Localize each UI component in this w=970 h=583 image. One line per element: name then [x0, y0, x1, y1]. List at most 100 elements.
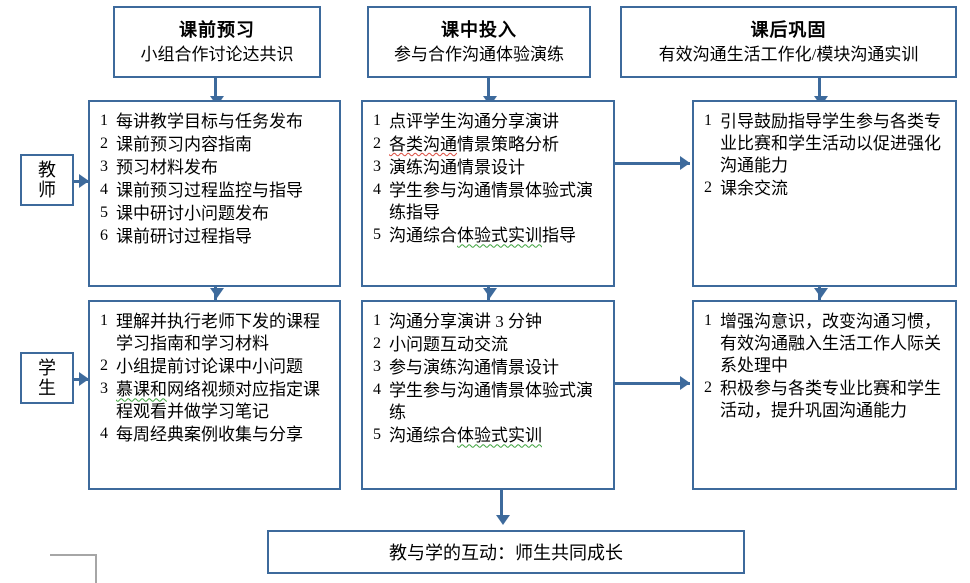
arrow-student-to-summary — [496, 515, 510, 525]
item-number: 4 — [100, 425, 108, 443]
list-item: 1 点评学生沟通分享演讲 — [373, 111, 607, 133]
item-text: 每周经典案例收集与分享 — [116, 425, 303, 445]
list-item: 1 沟通分享演讲 3 分钟 — [373, 311, 607, 333]
item-number: 2 — [100, 357, 108, 375]
arrow-teacher-pre-to-student-pre — [210, 288, 224, 298]
item-text: 理解并执行老师下发的课程学习指南和学习材料 — [116, 312, 320, 354]
header-box-post-class: 课后巩固 有效沟通生活工作化/模块沟通实训 — [620, 6, 957, 78]
teacher-pre-class-box: 1 每讲教学目标与任务发布 2 课前预习内容指南 3 预习材料发布 4 课前预习过程监控… — [88, 100, 341, 287]
list-item: 2 小问题互动交流 — [373, 334, 607, 356]
list-item: 4 学生参与沟通情景体验式演练指导 — [373, 180, 607, 224]
item-text: 课前预习过程监控与指导 — [116, 181, 303, 201]
item-number: 6 — [100, 227, 108, 245]
arrow-teacher-post-to-student-post — [814, 288, 828, 298]
item-text: 点评学生沟通分享演讲 — [389, 112, 559, 131]
item-text: 小问题互动交流 — [389, 335, 508, 355]
header-subtitle-in-class: 参与合作沟通体验演练 — [394, 44, 564, 64]
item-number: 1 — [100, 312, 108, 329]
header-box-pre-class: 课前预习 小组合作讨论达共识 — [113, 6, 321, 78]
item-number: 5 — [100, 204, 108, 222]
list-item: 4 每周经典案例收集与分享 — [100, 424, 333, 446]
item-number: 2 — [100, 135, 108, 153]
item-number: 2 — [704, 379, 712, 397]
item-text: 积极参与各类专业比赛和学生活动，提升巩固沟通能力 — [720, 379, 941, 421]
item-number: 1 — [704, 112, 712, 129]
list-item: 2 积极参与各类专业比赛和学生活动，提升巩固沟通能力 — [704, 378, 949, 422]
teacher-pre-class-list: 1 每讲教学目标与任务发布 2 课前预习内容指南 3 预习材料发布 4 课前预习过程监控… — [100, 111, 333, 249]
item-text: 学生参与沟通情景体验式演练 — [389, 381, 593, 423]
item-number: 3 — [373, 358, 381, 376]
connector-student-in-to-post — [615, 382, 690, 385]
item-number: 2 — [373, 335, 381, 353]
arrow-student-label — [79, 372, 89, 386]
header-subtitle-pre-class: 小组合作讨论达共识 — [140, 44, 294, 64]
header-title-post-class: 课后巩固 — [750, 19, 827, 40]
student-in-class-list: 1 沟通分享演讲 3 分钟 2 小问题互动交流 3 参与演练沟通情景设计 4 学生参与沟… — [373, 311, 607, 448]
item-number: 1 — [100, 112, 108, 129]
item-text: 沟通综合体验式实训指导 — [389, 226, 576, 246]
summary-box: 教与学的互动：师生共同成长 — [267, 530, 745, 574]
item-number: 2 — [373, 135, 381, 153]
item-number: 3 — [373, 158, 381, 176]
list-item: 3 预习材料发布 — [100, 157, 333, 179]
summary-text: 教与学的互动：师生共同成长 — [389, 543, 623, 563]
role-label-teacher: 教师 — [20, 154, 74, 206]
item-text: 预习材料发布 — [116, 158, 218, 178]
item-text: 课中研讨小问题发布 — [116, 204, 269, 224]
item-number: 1 — [373, 312, 381, 329]
item-number: 3 — [100, 380, 108, 398]
item-number: 4 — [373, 381, 381, 399]
item-number: 4 — [373, 181, 381, 199]
item-number: 5 — [373, 226, 381, 244]
connector-header2-to-teacher-in — [487, 78, 490, 100]
list-item: 1 理解并执行老师下发的课程学习指南和学习材料 — [100, 311, 333, 355]
header-subtitle-post-class: 有效沟通生活工作化/模块沟通实训 — [658, 44, 919, 64]
item-text: 沟通综合体验式实训 — [389, 426, 542, 446]
student-in-class-box: 1 沟通分享演讲 3 分钟 2 小问题互动交流 3 参与演练沟通情景设计 4 学生参与沟… — [361, 300, 615, 490]
list-item: 1 引导鼓励指导学生参与各类专业比赛和学生活动以促进强化沟通能力 — [704, 111, 949, 177]
connector-teacher-in-to-post — [615, 162, 690, 165]
item-text: 参与演练沟通情景设计 — [389, 358, 559, 378]
item-text: 课前研讨过程指导 — [116, 227, 252, 247]
item-text: 每讲教学目标与任务发布 — [116, 112, 303, 131]
list-item: 2 课前预习内容指南 — [100, 134, 333, 156]
spellcheck-underline: 各类沟通 — [389, 135, 457, 155]
role-label-teacher-text: 教师 — [37, 159, 56, 200]
item-text: 演练沟通情景设计 — [389, 158, 525, 178]
header-title-pre-class: 课前预习 — [179, 19, 255, 40]
item-text: 引导鼓励指导学生参与各类专业比赛和学生活动以促进强化沟通能力 — [720, 112, 941, 176]
list-item: 5 沟通综合体验式实训指导 — [373, 225, 607, 247]
item-number: 4 — [100, 181, 108, 199]
page-corner-artifact — [50, 554, 97, 583]
connector-header3-to-teacher-post — [818, 78, 821, 100]
item-text: 学生参与沟通情景体验式演练指导 — [389, 181, 593, 223]
arrow-teacher-in-to-post — [680, 156, 690, 170]
teacher-in-class-box: 1 点评学生沟通分享演讲 2 各类沟通情景策略分析 3 演练沟通情景设计 4 学生参与沟… — [361, 100, 615, 287]
header-box-in-class: 课中投入 参与合作沟通体验演练 — [367, 6, 591, 78]
arrow-teacher-in-to-student-in — [483, 288, 497, 298]
spellcheck-underline: 体验式实训 — [457, 226, 542, 246]
arrow-teacher-label — [79, 174, 89, 188]
item-text: 课余交流 — [720, 179, 788, 199]
item-text: 课前预习内容指南 — [116, 135, 252, 155]
item-number: 1 — [373, 112, 381, 129]
list-item: 4 学生参与沟通情景体验式演练 — [373, 380, 607, 424]
spellcheck-underline: 慕课和 — [116, 380, 167, 400]
connector-student-to-summary — [500, 490, 503, 518]
list-item: 4 课前预习过程监控与指导 — [100, 180, 333, 202]
teacher-in-class-list: 1 点评学生沟通分享演讲 2 各类沟通情景策略分析 3 演练沟通情景设计 4 学生参与沟… — [373, 111, 607, 248]
role-label-student-text: 学生 — [37, 357, 56, 398]
item-text: 沟通分享演讲 3 分钟 — [389, 312, 542, 331]
item-text: 各类沟通情景策略分析 — [389, 135, 559, 155]
item-number: 3 — [100, 158, 108, 176]
list-item: 3 参与演练沟通情景设计 — [373, 357, 607, 379]
